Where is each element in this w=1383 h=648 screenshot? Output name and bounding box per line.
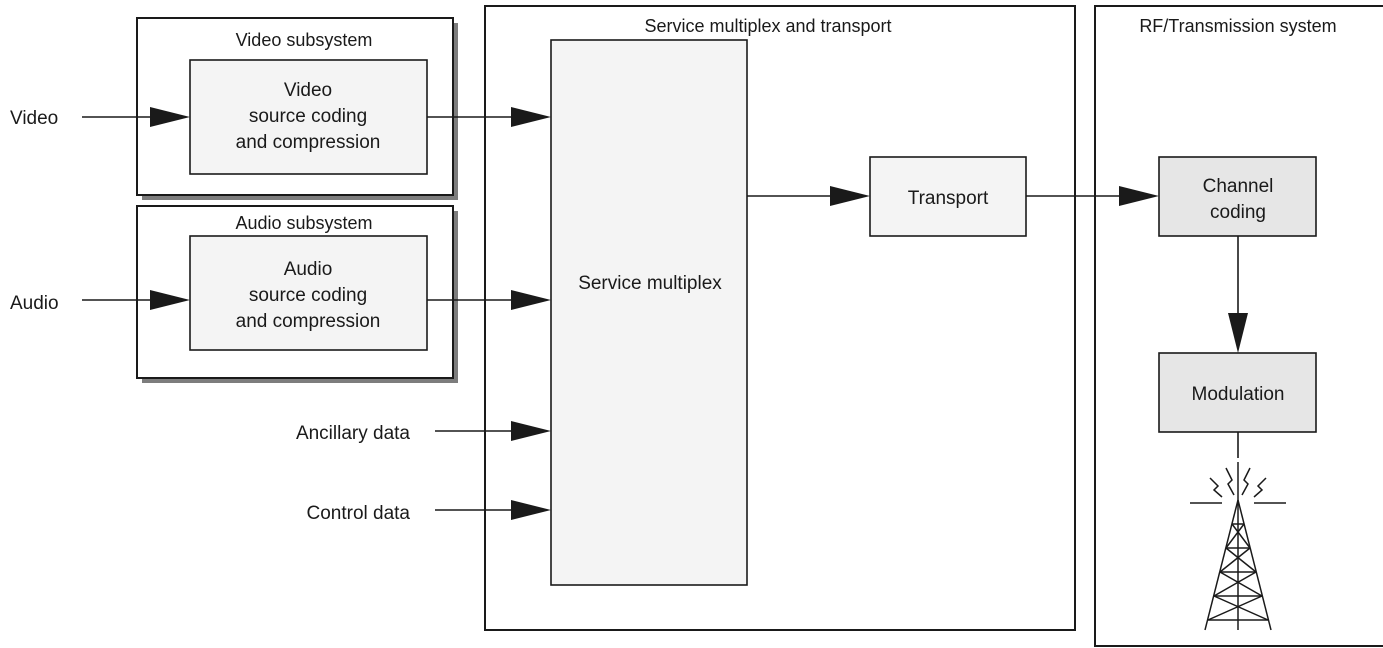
service-multiplex-transport-panel: Service multiplex and transport Service … [484, 5, 1076, 631]
channel-coding-label-1: Channel [1203, 176, 1274, 197]
video-input-label: Video [10, 108, 58, 129]
video-coding-label-2: source coding [249, 106, 367, 127]
audio-subsystem-title: Audio subsystem [235, 213, 372, 233]
arrow-audio-to-mux [427, 290, 551, 310]
transport-label: Transport [908, 188, 989, 209]
service-multiplex-block [550, 39, 748, 586]
service-multiplex-transport-title: Service multiplex and transport [644, 16, 891, 36]
transmission-tower-icon [1190, 462, 1286, 631]
video-coding-label-3: and compression [236, 132, 381, 153]
arrow-control-to-mux [435, 500, 551, 520]
audio-coding-block [189, 235, 428, 351]
arrow-video-to-mux [427, 107, 551, 127]
arrow-channel-coding-to-modulation [1228, 236, 1248, 353]
channel-coding-block [1158, 156, 1317, 237]
arrow-mux-to-transport [747, 186, 870, 206]
audio-coding-label-3: and compression [236, 311, 381, 332]
service-multiplex-label: Service multiplex [578, 273, 722, 294]
video-subsystem-title: Video subsystem [236, 30, 373, 50]
rf-transmission-title: RF/Transmission system [1139, 16, 1336, 36]
video-subsystem-panel: Video subsystem Video source coding and … [136, 17, 458, 200]
channel-coding-label-2: coding [1210, 202, 1266, 223]
arrow-ancillary-to-mux [435, 421, 551, 441]
arrow-video-in [82, 107, 190, 127]
control-data-label: Control data [306, 503, 410, 524]
arrow-transport-to-channel-coding [1026, 186, 1159, 206]
video-coding-block [189, 59, 428, 175]
modulation-label: Modulation [1192, 384, 1285, 405]
arrow-audio-in [82, 290, 190, 310]
modulation-block [1158, 352, 1317, 433]
audio-subsystem-panel: Audio subsystem Audio source coding and … [136, 205, 458, 383]
transport-block [869, 156, 1027, 237]
video-coding-label-1: Video [284, 80, 332, 101]
audio-input-label: Audio [10, 293, 59, 314]
audio-coding-label-2: source coding [249, 285, 367, 306]
ancillary-data-label: Ancillary data [296, 423, 410, 444]
audio-coding-label-1: Audio [284, 259, 333, 280]
